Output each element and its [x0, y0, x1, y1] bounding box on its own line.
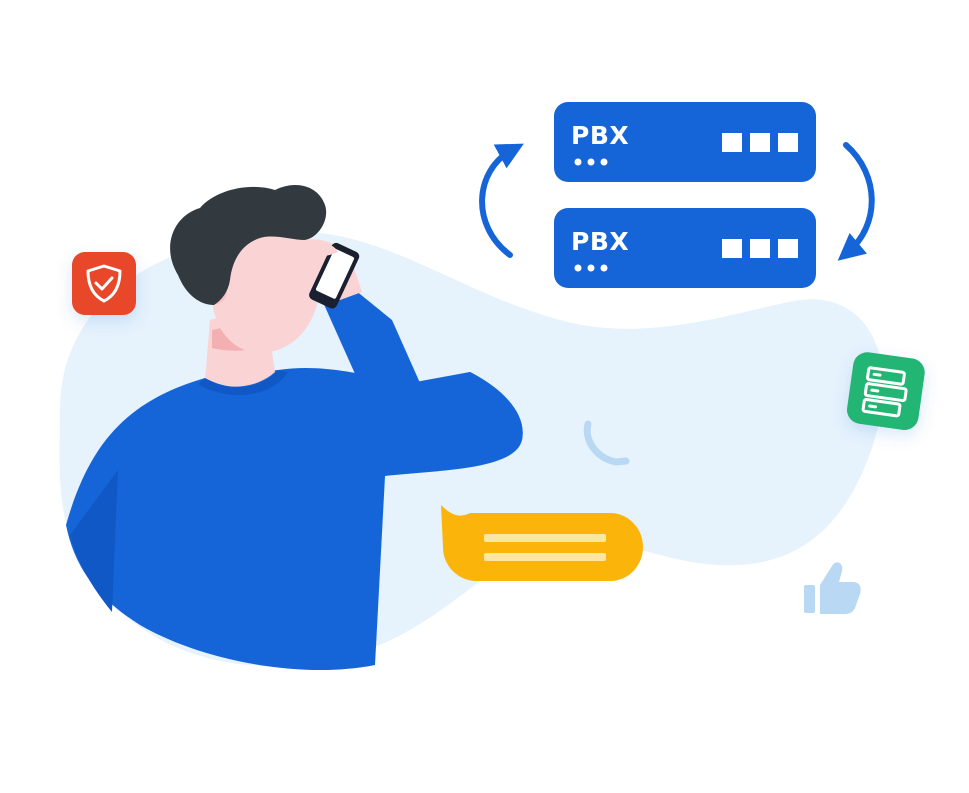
- server-stack-icon: [861, 366, 908, 418]
- pbx-server-2-dots: [574, 264, 608, 272]
- pbx-server-1-indicators: [722, 133, 798, 152]
- person-collar: [198, 370, 288, 396]
- sync-arrow-right: [837, 142, 875, 261]
- shield-check-icon: [86, 264, 122, 303]
- pbx-server-1: PBX: [554, 102, 816, 182]
- person-hair: [170, 185, 327, 305]
- person-face: [212, 223, 321, 353]
- person-torso-shading: [70, 470, 118, 612]
- chat-line-2: [484, 553, 606, 561]
- sync-arrows-icon: [479, 142, 875, 261]
- person-fingers: [310, 243, 338, 257]
- pbx-server-2-indicators: [722, 239, 798, 258]
- mobile-phone: [309, 242, 360, 309]
- pbx-server-1-dots: [574, 158, 608, 166]
- server-badge: [847, 352, 925, 430]
- chat-bubble-icon: [441, 505, 643, 581]
- phone-icon: [583, 420, 630, 466]
- person-arm: [322, 290, 523, 450]
- security-badge: [72, 252, 136, 315]
- sync-arrow-left: [479, 143, 524, 258]
- person-on-phone: [66, 185, 523, 671]
- pbx-server-2-body: [554, 208, 816, 288]
- chat-line-1: [484, 534, 606, 542]
- pbx-server-2-label: PBX: [571, 227, 629, 256]
- pbx-server-2: PBX: [554, 208, 816, 288]
- thumbs-up-icon: [804, 562, 861, 614]
- pbx-server-1-body: [554, 102, 816, 182]
- pbx-server-1-label: PBX: [571, 121, 629, 150]
